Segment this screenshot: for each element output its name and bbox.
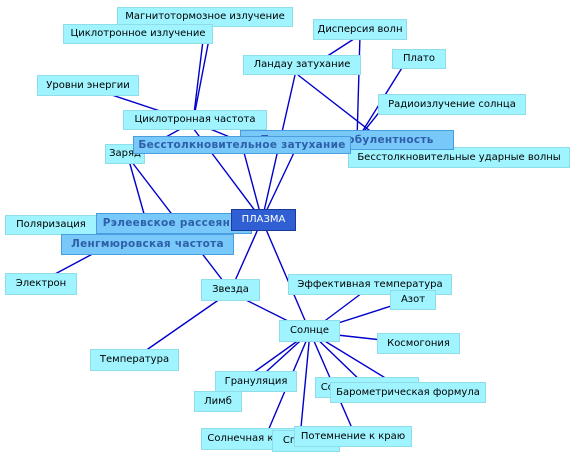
node-cyclotron-radiation[interactable]: Циклотронное излучение — [63, 24, 213, 44]
node-temperature[interactable]: Температура — [90, 349, 179, 371]
node-plateau[interactable]: Плато — [392, 49, 446, 69]
node-limb-darkening[interactable]: Потемнение к краю — [294, 426, 412, 447]
node-cosmogony[interactable]: Космогония — [377, 333, 460, 354]
node-collisionless-damping[interactable]: Бесстолкновительное затухание — [133, 136, 351, 154]
node-star[interactable]: Звезда — [201, 279, 260, 301]
node-limb[interactable]: Лимб — [194, 391, 242, 412]
node-effective-temp[interactable]: Эффективная температура — [288, 274, 452, 295]
node-polarization[interactable]: Поляризация — [5, 215, 97, 235]
node-electron[interactable]: Электрон — [5, 273, 77, 295]
node-barometric[interactable]: Барометрическая формула — [330, 382, 486, 403]
node-solar-radio[interactable]: Радиоизлучение солнца — [378, 94, 526, 115]
node-langmuir[interactable]: Ленгмюровская частота — [61, 234, 234, 255]
node-cyclotron-freq[interactable]: Циклотронная частота — [123, 110, 267, 130]
node-rayleigh[interactable]: Рэлеевское рассеяние — [96, 213, 252, 234]
node-plasma-center[interactable]: ПЛАЗМА — [231, 209, 296, 231]
node-dispersion[interactable]: Дисперсия волн — [313, 19, 407, 40]
node-energy-levels[interactable]: Уровни энергии — [37, 75, 139, 96]
node-collisionless-shock[interactable]: Бесстолкновительные ударные волны — [348, 147, 570, 168]
node-nitrogen[interactable]: Азот — [390, 290, 436, 310]
node-granulation[interactable]: Грануляция — [215, 371, 297, 392]
node-sun[interactable]: Солнце — [279, 320, 340, 342]
node-landau[interactable]: Ландау затухание — [243, 55, 361, 75]
